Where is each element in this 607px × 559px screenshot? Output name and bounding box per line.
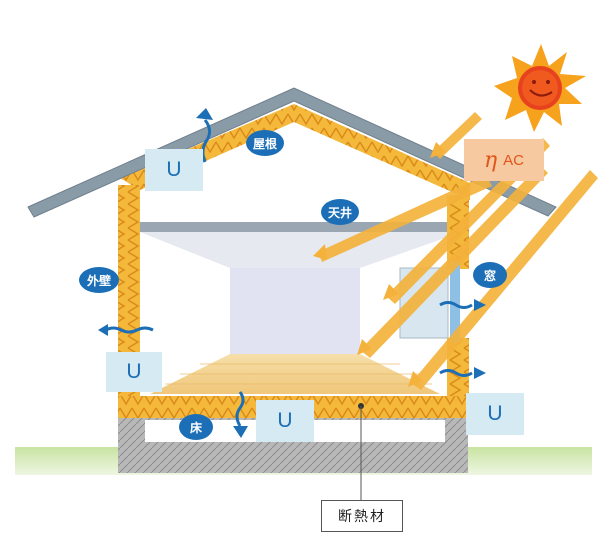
roof [27,87,557,218]
label-pill-floor: 床 [179,414,213,440]
u-value-wall: U [106,352,162,392]
lower-wall-heat-arrow [439,369,473,377]
insulation-label: 断熱材 [321,500,403,532]
left-wall-insulation [118,185,140,400]
window-heat-arrow [439,301,473,309]
u-value-window-wall: U [466,393,524,435]
label-ceiling: 天井 [328,205,352,220]
eta-ac-box: η AC [464,139,544,181]
label-floor: 床 [190,420,203,435]
label-outer-wall: 外壁 [87,273,111,288]
u-value-roof: U [145,149,203,191]
u-value-floor: U [256,400,314,442]
label-pill-window: 窓 [473,262,507,288]
heat-flow-arrows [105,119,473,427]
sun-icon [494,44,586,132]
back-wall [230,268,360,354]
ceiling-surface [140,232,462,268]
eta-subscript: AC [503,151,525,169]
label-pill-roof: 屋根 [246,130,284,156]
label-pill-ceiling: 天井 [321,199,359,225]
roof-heat-arrow [201,119,212,163]
ceiling-board [140,222,462,232]
eta-symbol: η [483,147,498,173]
floor-heat-arrow [235,391,245,427]
wall-heat-arrow [105,326,154,334]
right-wall-insulation-lower [447,338,469,398]
window-frame [450,262,460,342]
label-window: 窓 [484,268,496,283]
label-roof: 屋根 [253,136,277,151]
label-pill-outer-wall: 外壁 [79,267,119,293]
